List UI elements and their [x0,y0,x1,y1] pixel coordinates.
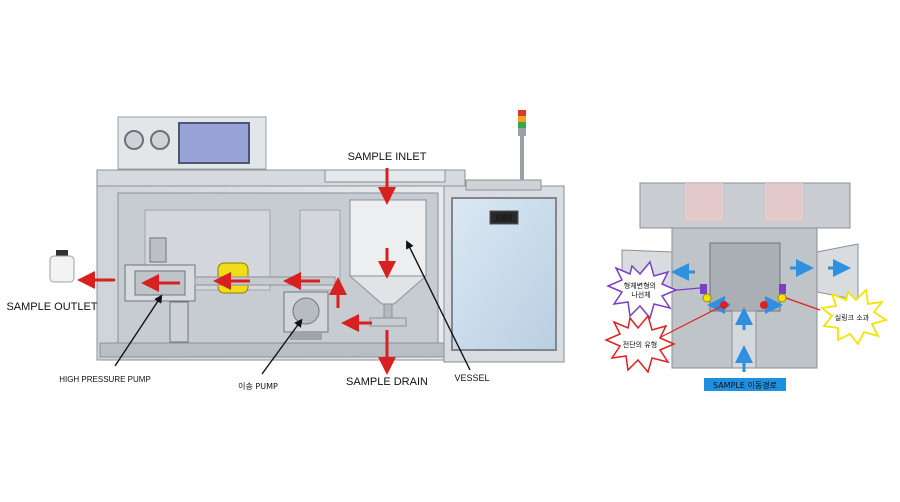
callout-yellow-text: 실링크 소과 [835,313,870,322]
label-sample-outlet: SAMPLE OUTLET [6,301,97,313]
display-readout: 888 [495,214,512,224]
leader-lines [114,240,471,375]
callout-purple-line1: 형체변형의 [624,281,656,290]
label-sample-drain: SAMPLE DRAIN [346,376,428,388]
signal-tower [518,110,526,180]
sample-path-label-box [704,378,786,391]
vessel [348,199,428,327]
callout-yellow-burst [819,288,889,346]
label-vessel: VESSEL [454,373,489,383]
seal-red-right [760,301,768,309]
detail-pink-right [765,183,803,221]
seal-red-left [720,301,728,309]
sample-outlet-bottle [49,250,75,283]
sample-path-label: SAMPLE 이동경로 [713,380,777,390]
callout-purple-burst [606,260,678,320]
detail-pink-left [685,183,723,221]
digital-display [489,210,519,225]
machine-illustration: 888 [6,110,565,391]
control-screen [178,122,250,164]
callout-red-text: 전단의 유형 [623,340,657,349]
cabinet-base [99,342,463,358]
enclosure-top [465,179,542,191]
callout-red-burst [604,314,676,374]
label-transfer-pump: 이송 PUMP [238,381,278,391]
top-port [324,169,446,183]
callout-purple-text: 형체변형의 나선체 [624,281,658,299]
transfer-pump [283,291,329,340]
label-high-pressure-pump: HIGH PRESSURE PUMP [59,375,151,384]
cross-section-detail: 형체변형의 나선체 전단의 유형 실링크 소과 SAMPLE 이동경로 [604,182,889,391]
seal-purple-right [779,284,786,294]
flow-arrows [77,168,396,375]
seal-yellow-left [702,293,712,303]
callout-purple-line2: 나선체 [631,290,650,299]
label-sample-inlet: SAMPLE INLET [348,151,427,163]
gauge-left [124,130,144,150]
seal-purple-left [700,284,707,294]
detail-pipe-right [816,243,859,301]
gauge-right [150,130,170,150]
detail-core [709,242,781,312]
seal-yellow-right [777,293,787,303]
detail-body-top [639,182,851,229]
